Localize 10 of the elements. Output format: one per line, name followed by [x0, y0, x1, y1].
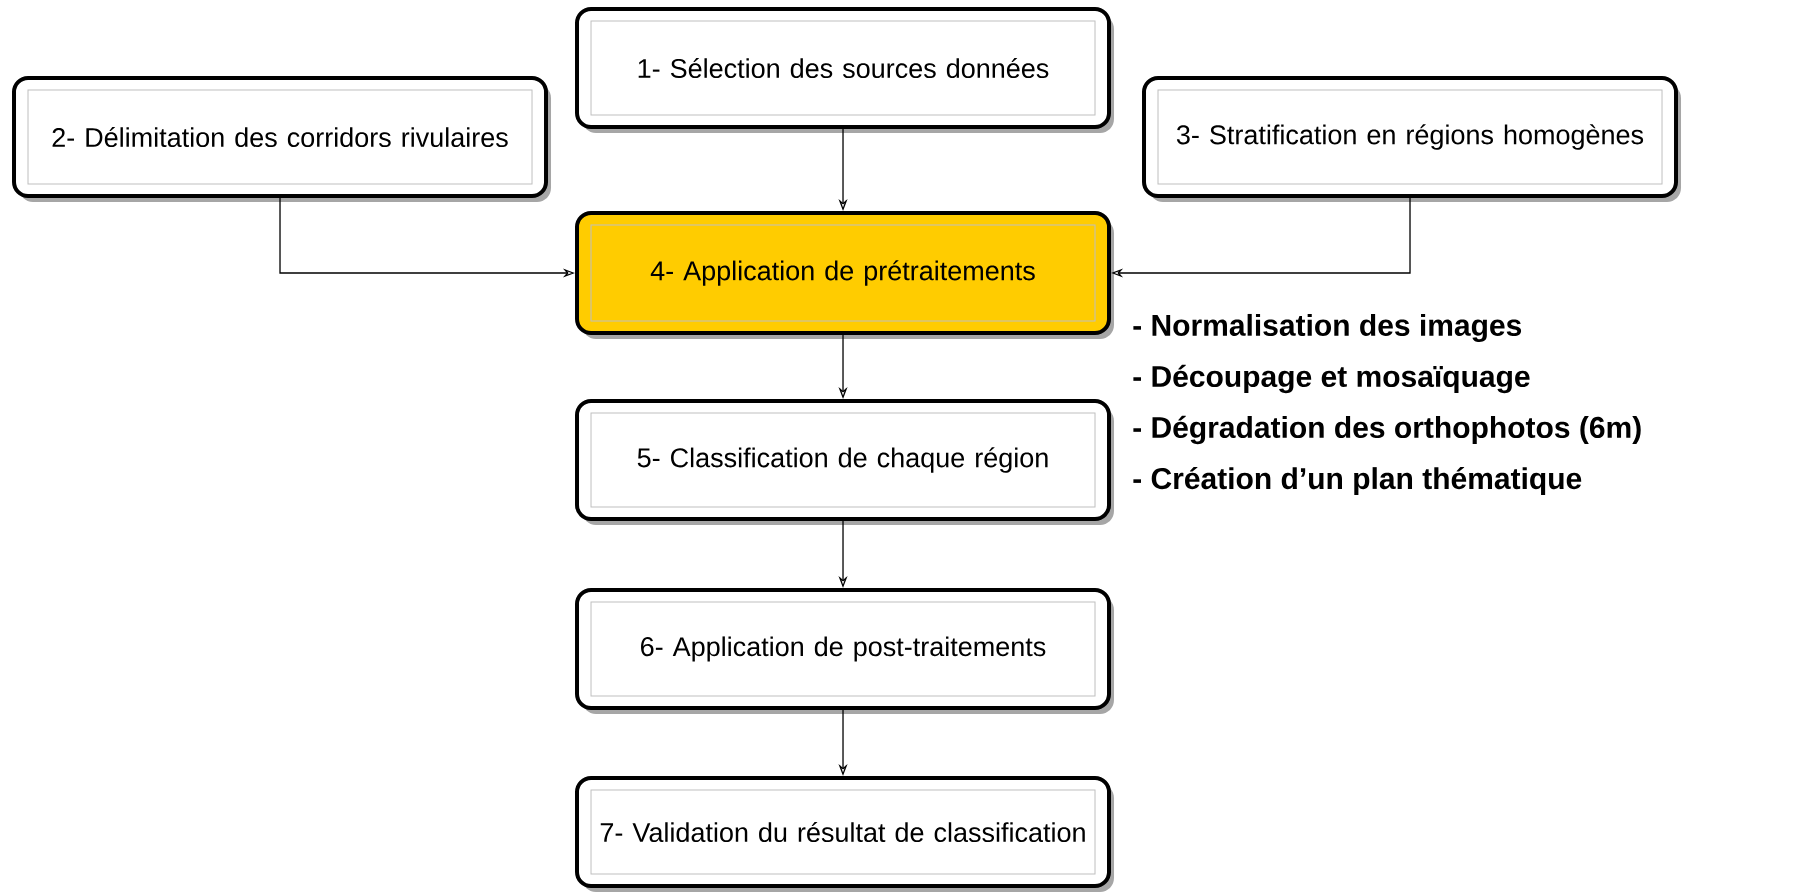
process-box: 3- Stratification en régions homogènes	[1142, 76, 1678, 198]
process-box: 2- Délimitation des corridors rivulaires	[12, 76, 548, 198]
process-box: 5- Classification de chaque région	[575, 399, 1111, 521]
process-box: 1- Sélection des sources données	[575, 7, 1111, 129]
bullet-text: - Dégradation des orthophotos (6m)	[1133, 415, 1641, 445]
bullet-text: - Découpage et mosaïquage	[1133, 364, 1530, 394]
process-box: 6- Application de post-traitements	[575, 588, 1111, 710]
process-box: 7- Validation du résultat de classification	[575, 776, 1111, 888]
process-box: 4- Application de prétraitements	[575, 211, 1111, 335]
bullet-text: - Normalisation des images	[1133, 313, 1522, 343]
